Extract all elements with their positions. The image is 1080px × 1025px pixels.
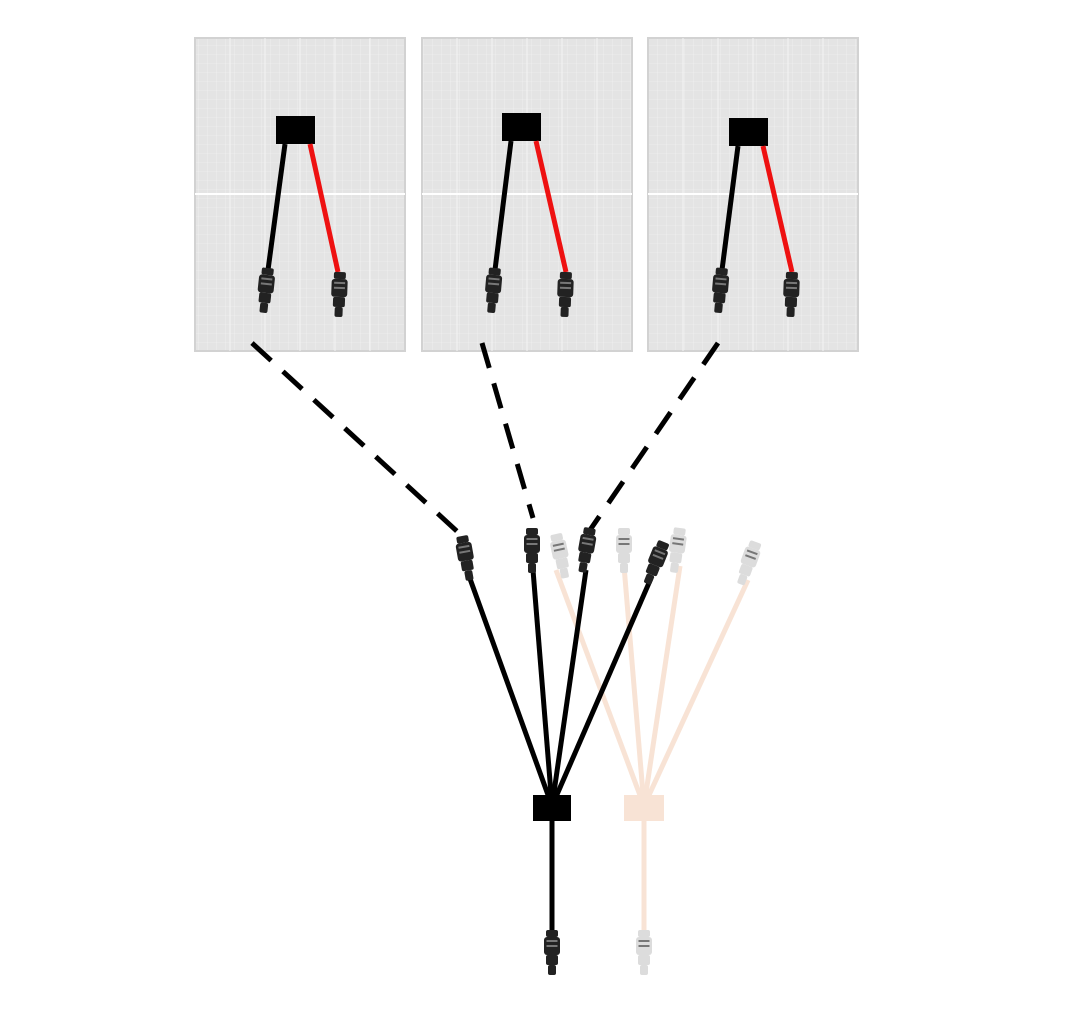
ghost-wire xyxy=(641,565,683,807)
positive-wire xyxy=(760,145,795,273)
ghost-hub-icon xyxy=(624,795,664,821)
solar-panel-icon xyxy=(647,37,859,352)
solar-panel-icon xyxy=(194,37,406,352)
ghost-branch-connector xyxy=(548,526,764,975)
mc4-connector-icon xyxy=(639,539,672,587)
branch-connector-hub-icon xyxy=(533,795,571,821)
dashed-link-line xyxy=(587,341,721,532)
branch-wire xyxy=(549,569,589,807)
branch-connector xyxy=(454,526,672,975)
junction-box-icon xyxy=(502,113,541,141)
dashed-links xyxy=(250,341,721,536)
dashed-link-line xyxy=(479,342,536,519)
negative-wire xyxy=(719,145,741,271)
dashed-link-line xyxy=(250,341,462,536)
mc4-connector-icon xyxy=(574,526,598,574)
ghost-connector-icon xyxy=(733,539,764,588)
ghost-connector-icon xyxy=(616,528,632,573)
junction-box-icon xyxy=(729,118,768,146)
ghost-connector-icon xyxy=(548,532,574,580)
mc4-connector-icon xyxy=(544,930,560,975)
ghost-connector-icon xyxy=(665,526,688,574)
branch-wire xyxy=(549,575,655,807)
negative-wire xyxy=(492,140,514,271)
ghost-wire xyxy=(641,578,751,808)
branch-wire xyxy=(466,575,555,807)
junction-box-icon xyxy=(276,116,315,144)
positive-wire xyxy=(307,143,341,273)
mc4-connector-icon xyxy=(454,534,478,582)
solar-panels xyxy=(194,37,859,352)
ghost-wire xyxy=(621,565,647,807)
solar-panel-icon xyxy=(421,37,633,352)
ghost-wire xyxy=(553,569,647,807)
mc4-connector-icon xyxy=(524,528,540,573)
branch-wire xyxy=(530,569,555,807)
ghost-connector-icon xyxy=(636,930,652,975)
negative-wire xyxy=(265,143,288,271)
positive-wire xyxy=(533,140,569,273)
